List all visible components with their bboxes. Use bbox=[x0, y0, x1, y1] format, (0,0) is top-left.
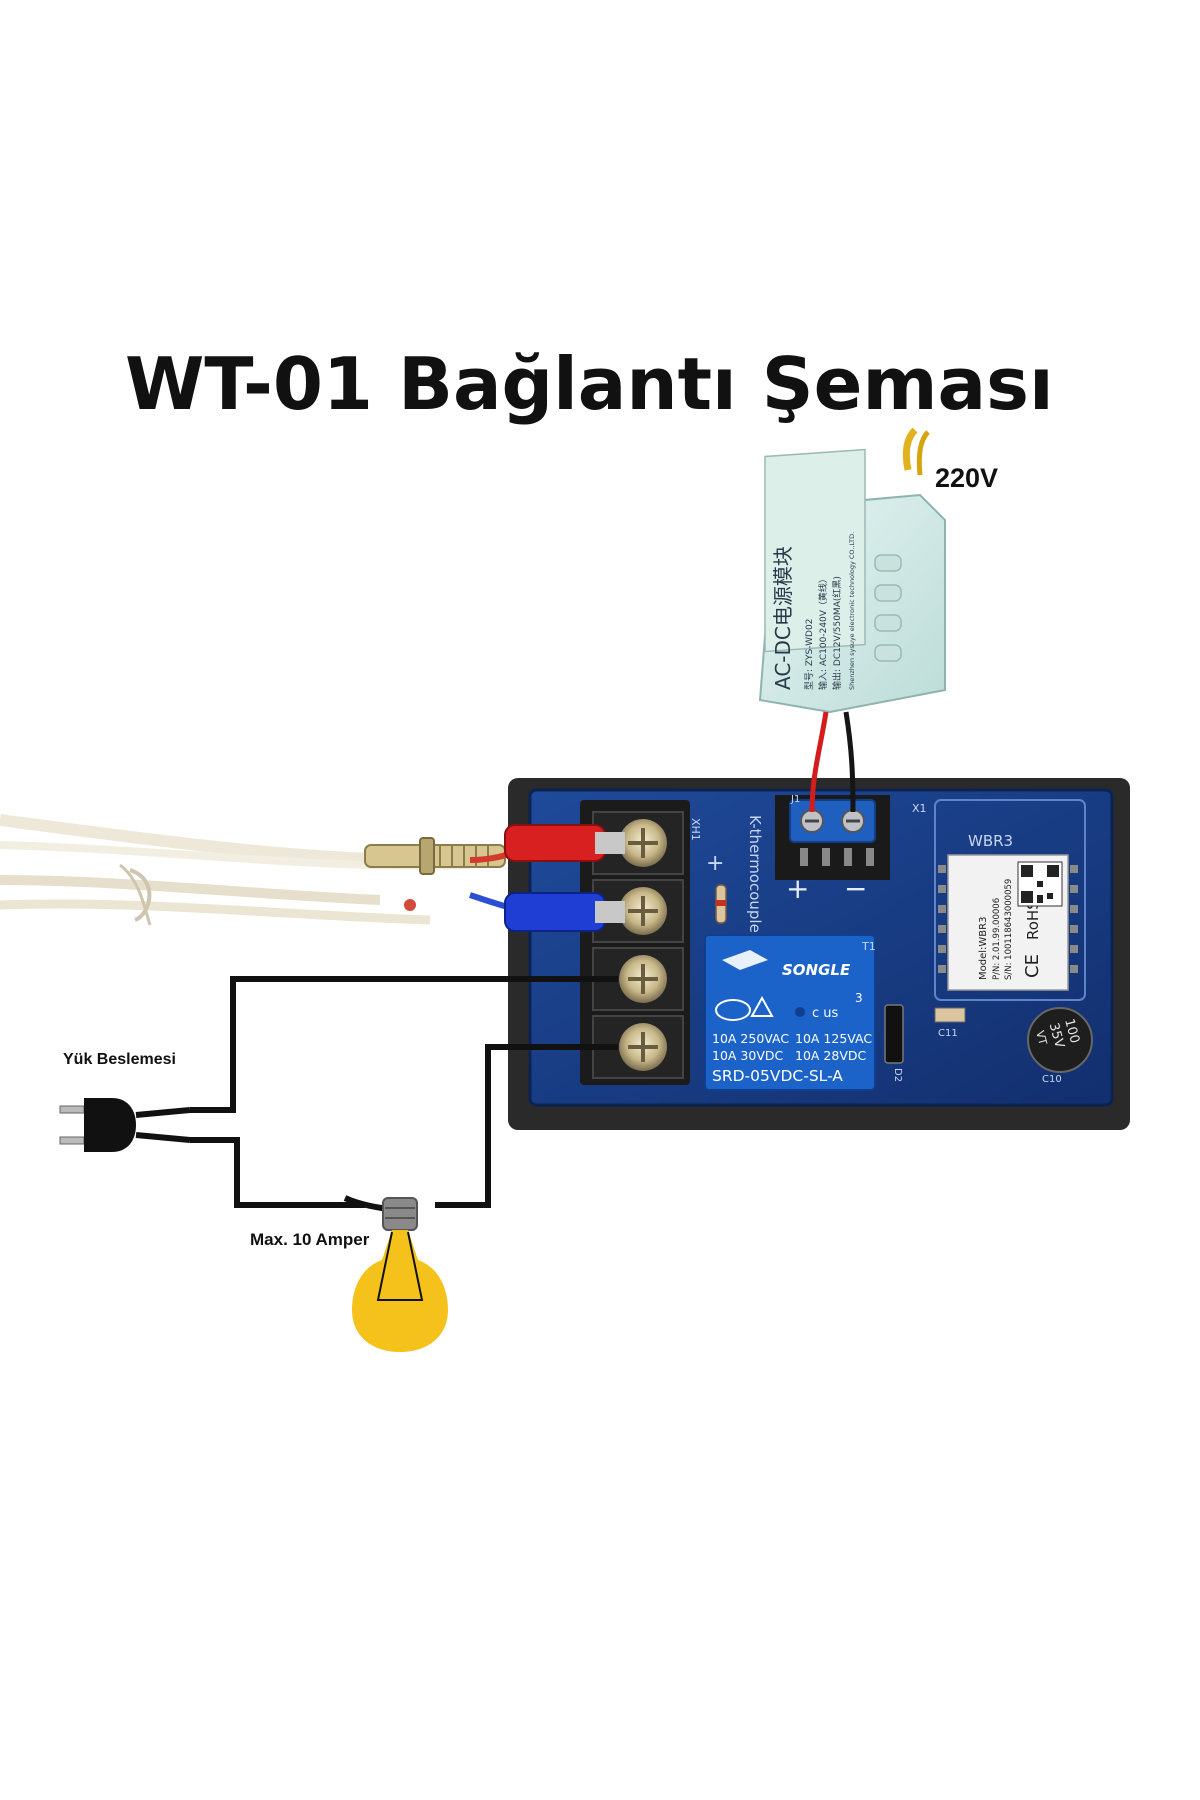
silk-k-thermocouple: K-thermocouple bbox=[746, 815, 764, 933]
power-plus-label: + bbox=[786, 872, 809, 905]
cqc-mark-icon bbox=[715, 999, 751, 1021]
thermocouple-lugs bbox=[469, 824, 625, 932]
relay-rating-3: 10A 125VAC bbox=[795, 1031, 872, 1046]
blue-lug bbox=[504, 892, 606, 932]
silk-x1: X1 bbox=[912, 802, 927, 815]
capacitor: 100 35V VT bbox=[1027, 1007, 1093, 1073]
psu-output-line: 输出: DC12V/550MA(红黑) bbox=[831, 576, 843, 690]
silk-d2: D2 bbox=[892, 1068, 903, 1082]
relay-number: 3 bbox=[855, 991, 863, 1005]
terminal-block bbox=[592, 811, 684, 1079]
qr-code-icon bbox=[1017, 861, 1063, 907]
capacitor-voltage: 35V bbox=[1046, 1021, 1067, 1050]
wifi-rohs-mark: RoHS bbox=[1024, 900, 1042, 940]
relay-rating-2: 10A 30VDC bbox=[712, 1048, 784, 1063]
wifi-module: WBR3 Model:WBR3 P/N: 2.01.99.00006 S/N: … bbox=[934, 799, 1086, 1001]
page-title: WT-01 Bağlantı Şeması bbox=[125, 342, 1054, 426]
silk-xh1: XH1 bbox=[689, 818, 702, 841]
supply-voltage-label: 220V bbox=[935, 463, 999, 493]
power-minus-label: − bbox=[844, 872, 867, 905]
max-current-label: Max. 10 Amper bbox=[250, 1230, 370, 1249]
power-connector bbox=[775, 795, 890, 880]
plug-icon bbox=[59, 1098, 191, 1152]
psu-black-wire bbox=[843, 711, 856, 813]
smd-component bbox=[884, 1004, 904, 1064]
silk-j1: J1 bbox=[790, 794, 800, 805]
relay-rating-1: 10A 250VAC bbox=[712, 1031, 789, 1046]
silk-c10: C10 bbox=[1042, 1074, 1062, 1085]
silk-c11: C11 bbox=[938, 1028, 958, 1039]
silk-plus-left: + bbox=[706, 851, 724, 876]
capacitor-value: 100 bbox=[1061, 1017, 1082, 1045]
light-bulb-icon bbox=[352, 1197, 448, 1352]
psu-maker-line: Shenzhen sysuye electronic technology CO… bbox=[848, 532, 856, 690]
psu-red-wire bbox=[809, 711, 829, 813]
controller-board: XH1 K-thermocouple + J1 X1 + − SONGLE c … bbox=[508, 778, 1130, 1130]
wifi-model: Model:WBR3 bbox=[978, 917, 989, 980]
relay-brand: SONGLE bbox=[782, 961, 851, 979]
red-lug bbox=[504, 824, 606, 862]
load-supply-label: Yük Beslemesi bbox=[63, 1051, 176, 1068]
wifi-ce-mark: CE bbox=[1022, 954, 1043, 978]
relay: SONGLE c us 3 10A 250VAC 10A 30VDC 10A 1… bbox=[704, 934, 876, 1091]
wifi-module-name: WBR3 bbox=[968, 832, 1013, 850]
relay-ul-mark: c us bbox=[812, 1006, 839, 1021]
psu-name: AC-DC电源模块 bbox=[771, 546, 795, 690]
psu-model-line: 型号: ZYS-WD02 bbox=[804, 619, 815, 690]
psu-input-line: 输入: AC100-240V（黄线） bbox=[817, 574, 829, 690]
relay-model: SRD-05VDC-SL-A bbox=[712, 1067, 843, 1085]
acdc-power-module: AC-DC电源模块 型号: ZYS-WD02 输入: AC100-240V（黄线… bbox=[758, 427, 946, 813]
silk-t1: T1 bbox=[861, 940, 876, 953]
capacitor-mark: VT bbox=[1033, 1029, 1049, 1046]
wifi-sn: S/N: 100118643000059 bbox=[1004, 879, 1014, 980]
warning-triangle-icon bbox=[750, 995, 774, 1017]
relay-rating-4: 10A 28VDC bbox=[795, 1048, 867, 1063]
wifi-pn: P/N: 2.01.99.00006 bbox=[992, 898, 1002, 980]
thermocouple-cable bbox=[0, 814, 506, 926]
